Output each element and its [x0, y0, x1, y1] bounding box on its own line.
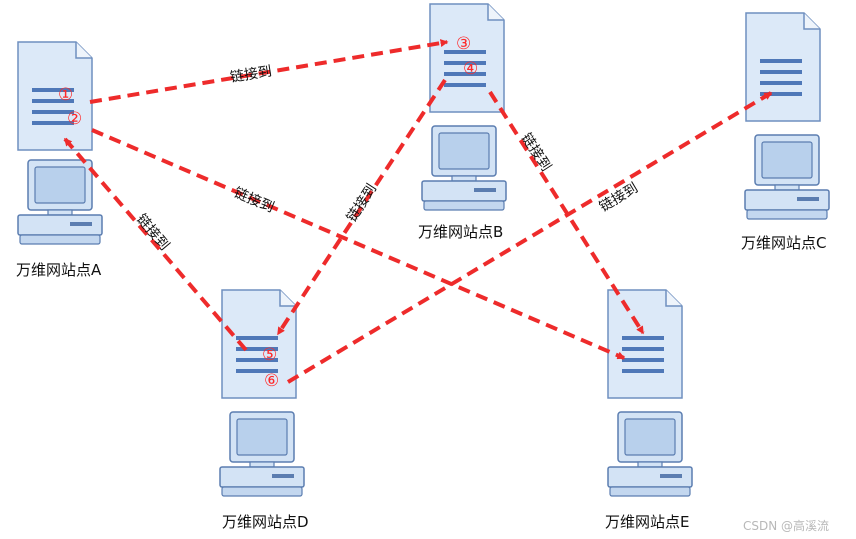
site-d: ⑤ ⑥ 万维网站点D: [219, 289, 309, 531]
link-label-b4-d5: 链接到: [343, 181, 380, 225]
link-arrow-a1-to-b3: [89, 39, 449, 104]
hyperlink-arrows: [63, 39, 773, 384]
site-b-marker-4: ④: [463, 59, 478, 79]
site-a-marker-2: ②: [67, 109, 82, 129]
link-label-a1-b3: 链接到: [229, 63, 273, 86]
site-d-computer-icon: [219, 411, 305, 497]
site-b-computer-icon: [421, 125, 507, 211]
link-arrow-b4-to-e: [488, 90, 645, 335]
site-a: ① ② 万维网站点A: [16, 41, 103, 279]
link-label-a2-e: 链接到: [231, 184, 276, 216]
site-a-computer-icon: [17, 159, 103, 245]
link-arrow-b4-to-d5: [276, 78, 447, 336]
link-arrow-d5-to-a2: [63, 137, 248, 352]
site-c-document-icon: [745, 12, 821, 122]
site-e-document-icon: [607, 289, 683, 399]
link-label-d5-a2: 链接到: [133, 211, 173, 254]
site-a-document-icon: [17, 41, 93, 151]
link-arrow-a2-to-e: [91, 128, 626, 360]
site-e-computer-icon: [607, 411, 693, 497]
site-a-label: 万维网站点A: [16, 261, 102, 279]
site-e-label: 万维网站点E: [605, 513, 689, 531]
site-d-label: 万维网站点D: [222, 513, 309, 531]
site-d-document-icon: [221, 289, 297, 399]
site-a-marker-1: ①: [58, 85, 73, 105]
site-b: ③ ④ 万维网站点B: [418, 3, 507, 241]
site-c-label: 万维网站点C: [741, 234, 826, 252]
site-d-marker-5: ⑤: [262, 345, 277, 365]
site-c-computer-icon: [744, 134, 830, 220]
watermark-text: CSDN @高溪流: [743, 518, 829, 533]
site-e: 万维网站点E: [605, 289, 693, 531]
site-d-marker-6: ⑥: [264, 371, 279, 391]
site-b-marker-3: ③: [456, 34, 471, 54]
link-label-b4-e: 链接到: [518, 130, 555, 174]
site-b-label: 万维网站点B: [418, 223, 503, 241]
site-c: 万维网站点C: [741, 12, 830, 252]
